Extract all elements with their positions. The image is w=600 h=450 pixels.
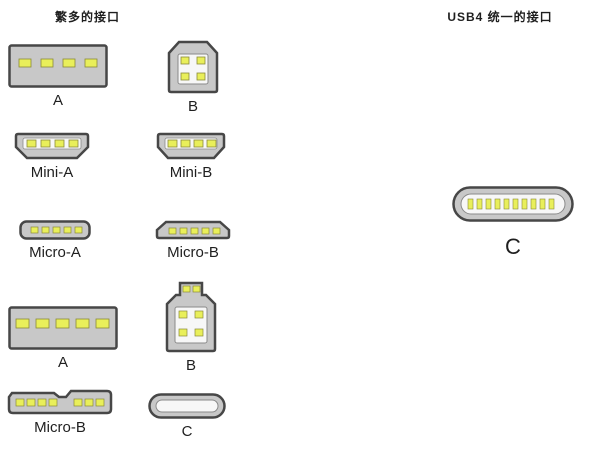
connector-label: Micro-B <box>34 419 86 436</box>
connector-label: B <box>187 98 198 115</box>
connector-usb3-a: A <box>8 306 118 371</box>
connector-usb4-c: C <box>452 186 574 260</box>
connector-label: Micro-A <box>29 244 81 261</box>
usb4-c-icon <box>452 186 574 222</box>
connector-usb-mini-a: Mini-A <box>14 132 90 181</box>
connector-label: Micro-B <box>167 244 219 261</box>
connector-usb-micro-a: Micro-A <box>19 220 91 261</box>
usb3-a-icon <box>8 306 118 350</box>
right-section-title: USB4 统一的接口 <box>447 10 553 24</box>
connector-label: C <box>505 234 521 259</box>
usb3-b-icon <box>165 281 217 353</box>
usb-c-icon <box>148 393 226 419</box>
usb-micro-a-icon <box>19 220 91 240</box>
usb-micro-b-icon <box>155 220 231 240</box>
usb-mini-b-icon <box>156 132 226 160</box>
connector-usb-b: B <box>167 40 219 115</box>
connector-usb-micro-b: Micro-B <box>155 220 231 261</box>
connector-usb-c: C <box>148 393 226 440</box>
usb3-micro-b-icon <box>7 389 113 415</box>
usb-b-icon <box>167 40 219 94</box>
connector-label: B <box>185 357 196 374</box>
connector-label: A <box>52 92 63 109</box>
connector-usb3-b: B <box>165 281 217 374</box>
usb-mini-a-icon <box>14 132 90 160</box>
connector-usb3-micro-b: Micro-B <box>6 387 114 436</box>
connector-label: C <box>181 423 193 440</box>
connector-usb-a: A <box>8 44 108 109</box>
usb-a-icon <box>8 44 108 88</box>
connector-label: Mini-B <box>169 164 213 181</box>
connector-usb-mini-b: Mini-B <box>156 132 226 181</box>
connector-label: A <box>57 354 68 371</box>
left-section-title: 繁多的接口 <box>54 10 120 24</box>
connector-label: Mini-A <box>30 164 74 181</box>
